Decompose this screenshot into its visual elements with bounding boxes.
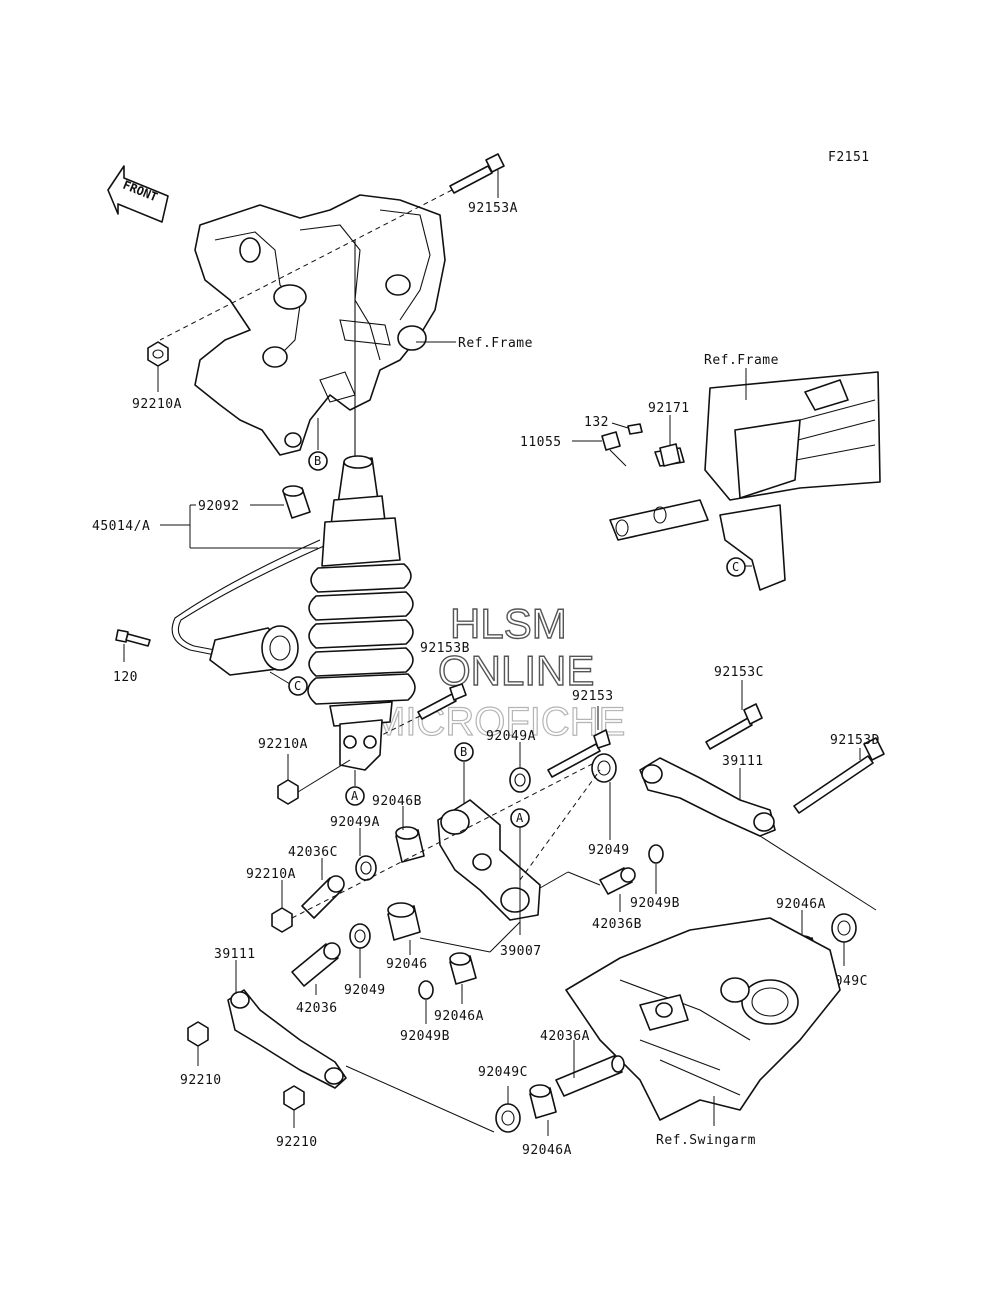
ref-marker-b-mid-label: B	[460, 745, 467, 759]
ref-marker-a-low-label: A	[351, 789, 359, 803]
tie-rod-39111-left	[227, 989, 347, 1089]
washer-92049C-b	[495, 1103, 521, 1133]
part-label-92046A-c: 92046A	[522, 1143, 572, 1158]
tie-rod-39111-right	[639, 757, 776, 837]
part-label-92049B-b: 92049B	[630, 896, 680, 911]
part-label-92092: 92092	[198, 499, 240, 514]
part-label-11055: 11055	[520, 435, 562, 450]
bushing-92046	[387, 902, 421, 941]
bolt-92153C	[705, 703, 763, 750]
part-label-92153D: 92153D	[830, 733, 880, 748]
part-label-92210A-mid: 92210A	[258, 737, 308, 752]
bushing-92046A-a	[449, 952, 477, 985]
ref-frame-label-top: Ref.Frame	[458, 336, 533, 351]
washer-92049A-a	[509, 767, 531, 793]
nut-92210-b	[283, 1085, 305, 1111]
washer-92049-b	[591, 753, 617, 783]
frame-bracket	[194, 194, 446, 456]
part-label-92049A-b: 92049A	[330, 815, 380, 830]
part-label-92049-a: 92049	[344, 983, 386, 998]
part-label-92210-b: 92210	[276, 1135, 318, 1150]
part-label-39007: 39007	[500, 944, 542, 959]
reservoir	[209, 625, 299, 676]
figure-code: F2151	[828, 150, 870, 165]
part-label-92210A-low: 92210A	[246, 867, 296, 882]
sleeve-42036C	[301, 875, 345, 919]
part-label-42036A: 42036A	[540, 1029, 590, 1044]
part-label-92153C: 92153C	[714, 665, 764, 680]
ref-marker-b-mid	[454, 742, 474, 762]
part-label-92210A-top: 92210A	[132, 397, 182, 412]
swingarm	[565, 917, 841, 1121]
frame-detail-right	[609, 371, 881, 591]
shock-absorber	[307, 455, 416, 771]
part-label-120: 120	[113, 670, 138, 685]
nut-92210A-mid	[277, 779, 299, 805]
ref-marker-c-right-label: C	[732, 560, 739, 574]
part-label-92049C-b: 92049C	[478, 1065, 528, 1080]
washer-92049B-b	[648, 844, 664, 864]
nut-92210A-top	[147, 341, 169, 367]
part-label-92046: 92046	[386, 957, 428, 972]
nut-92210-a	[187, 1021, 209, 1047]
sleeve-42036A	[555, 1055, 625, 1097]
ref-marker-a-mid-label: A	[516, 811, 524, 825]
washer-92049-a	[349, 923, 371, 949]
ref-marker-c-right	[726, 557, 746, 577]
part-label-42036: 42036	[296, 1001, 338, 1016]
bushing-92046A-c	[529, 1084, 557, 1119]
bolt-92153A	[449, 153, 505, 194]
part-label-39111-left: 39111	[214, 947, 256, 962]
part-label-92049-b: 92049	[588, 843, 630, 858]
watermark: HLSM ONLINE MICROFICHE	[371, 599, 626, 744]
part-label-92049B-a: 92049B	[400, 1029, 450, 1044]
ref-marker-a-mid	[510, 808, 530, 828]
part-label-92153A: 92153A	[468, 201, 518, 216]
washer-92049C-a	[831, 913, 857, 943]
ref-marker-c-left-label: C	[294, 679, 301, 693]
bolt-92153B	[417, 683, 467, 720]
bolt-120	[115, 629, 151, 647]
bolt-92153	[547, 729, 611, 778]
part-label-132: 132	[584, 415, 609, 430]
washer-92049B-a	[418, 980, 434, 1000]
part-label-45014A: 45014/A	[92, 519, 150, 534]
part-label-39111-right: 39111	[722, 754, 764, 769]
watermark-line3: MICROFICHE	[372, 700, 625, 744]
washer-92049A-b	[355, 855, 377, 881]
part-label-92046B: 92046B	[372, 794, 422, 809]
part-label-92049A-a: 92049A	[486, 729, 536, 744]
sleeve-42036B	[599, 867, 636, 895]
part-label-42036C: 42036C	[288, 845, 338, 860]
part-label-42036B: 42036B	[592, 917, 642, 932]
clamp-11055	[601, 431, 627, 467]
bolt-132	[627, 423, 643, 435]
ref-marker-a-low	[345, 786, 365, 806]
part-label-92153: 92153	[572, 689, 614, 704]
bushing-92046B	[395, 826, 425, 863]
ref-marker-b-top-label: B	[314, 454, 321, 468]
watermark-line1: HLSM	[450, 600, 567, 647]
ref-marker-c-left	[288, 676, 308, 696]
part-label-92153B: 92153B	[420, 641, 470, 656]
part-label-92046A-b: 92046A	[776, 897, 826, 912]
part-label-92210-a: 92210	[180, 1073, 222, 1088]
front-arrow-icon: FRONT	[107, 165, 169, 223]
ref-swingarm-label: Ref.Swingarm	[656, 1133, 756, 1148]
collar-92092	[282, 485, 311, 519]
ref-marker-b-top	[308, 451, 328, 471]
clip-92171	[659, 443, 681, 467]
bolt-92153D	[793, 737, 885, 814]
part-label-92046A-a: 92046A	[434, 1009, 484, 1024]
ref-frame-label-right: Ref.Frame	[704, 353, 779, 368]
part-label-92171: 92171	[648, 401, 690, 416]
nut-92210A-low	[271, 907, 293, 933]
sleeve-42036	[291, 942, 341, 987]
